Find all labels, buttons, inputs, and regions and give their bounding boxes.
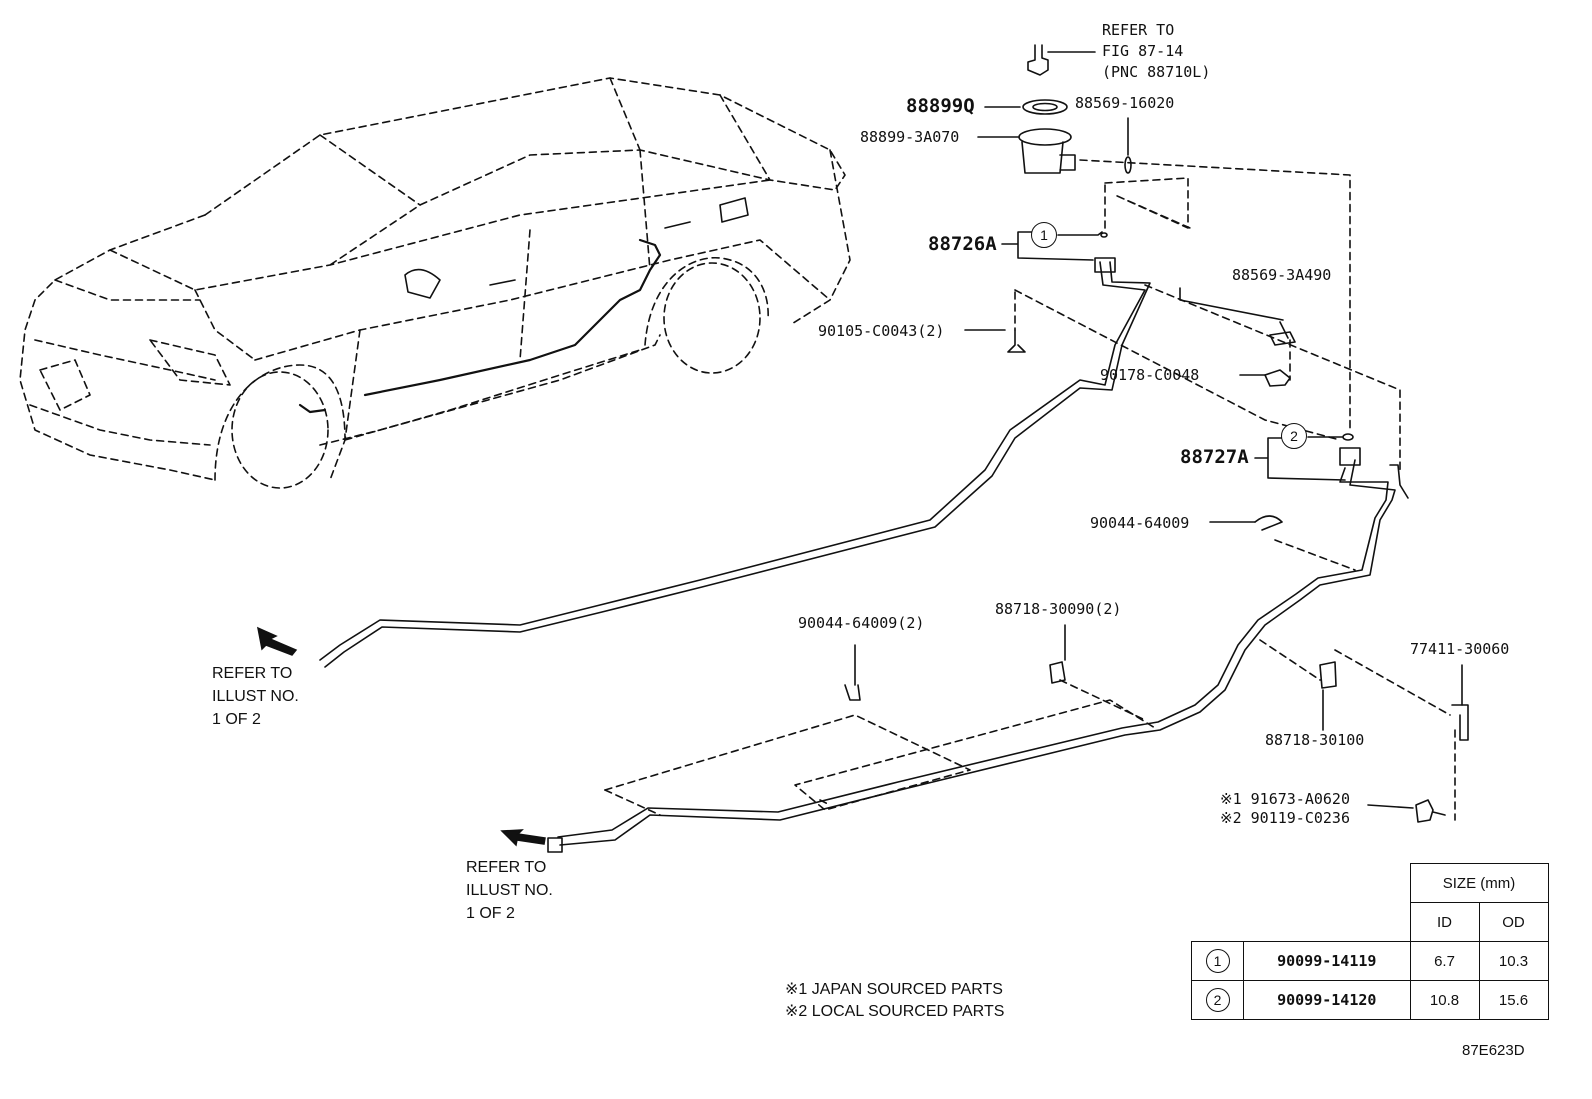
label-90044-64009-2: 90044-64009(2) [798,614,925,632]
callout-2: 2 [1281,423,1307,449]
refer-bottom-line-2: ILLUST NO. [466,882,553,899]
col-od: OD [1478,902,1549,942]
callout-1: 1 [1031,222,1057,248]
row-id: 10.8 [1409,980,1480,1020]
refer-line-1: REFER TO [1102,21,1175,39]
label-90105-C0043: 90105-C0043(2) [818,322,945,340]
refer-line-3: (PNC 88710L) [1102,63,1211,81]
row-od: 10.3 [1478,941,1549,981]
label-88569-16020: 88569-16020 [1075,94,1175,112]
refer-arrows [256,626,546,847]
label-88726A: 88726A [928,233,997,255]
label-88718-30090: 88718-30090(2) [995,600,1122,618]
refer-illust-bottom: REFER TO ILLUST NO. 1 OF 2 [466,856,553,925]
row-mark: 1 [1205,949,1230,973]
row-od: 15.6 [1478,980,1549,1020]
assembly-leaders-top [1014,159,1456,821]
table-row: 2 90099-14120 10.8 15.6 [1191,980,1549,1020]
clamps-and-brackets [844,321,1469,823]
floor-reference-lines [604,679,1156,816]
sourcing-notes: ※1 JAPAN SOURCED PARTS ※2 LOCAL SOURCED … [785,979,1004,1023]
label-leaders [1179,287,1284,321]
note-local: ※2 LOCAL SOURCED PARTS [785,1003,1005,1020]
refer-fig-note: REFER TO FIG 87-14 (PNC 88710L) [1102,20,1210,83]
label-90119-C0236: ※2 90119-C0236 [1220,809,1350,827]
vehicle-illustration [19,77,851,489]
label-88899-3A070: 88899-3A070 [860,128,960,146]
table-row: 1 90099-14119 6.7 10.3 [1191,941,1549,981]
refer-bottom-line-1: REFER TO [466,859,547,876]
label-90178-C0048: 90178-C0048 [1100,366,1200,384]
hose-size-table: SIZE (mm) ID OD 1 90099-14119 6.7 10.3 2… [1191,863,1549,1020]
fuel-hoses [319,257,1409,853]
size-header: SIZE (mm) [1409,863,1549,903]
label-91673-A0620: ※1 91673-A0620 [1220,790,1350,808]
col-id: ID [1409,902,1480,942]
filler-parts [977,44,1132,174]
refer-left-line-2: ILLUST NO. [212,688,299,705]
refer-left-line-1: REFER TO [212,665,293,682]
label-88727A: 88727A [1180,446,1249,468]
row-id: 6.7 [1409,941,1480,981]
row-mark: 2 [1205,988,1230,1012]
row-part: 90099-14119 [1243,941,1411,981]
refer-line-2: FIG 87-14 [1102,42,1184,60]
label-88718-30100: 88718-30100 [1265,731,1365,749]
refer-bottom-line-3: 1 OF 2 [466,905,515,922]
label-77411-30060: 77411-30060 [1410,640,1510,658]
callout-brackets [1001,231,1354,481]
label-88569-3A490: 88569-3A490 [1232,266,1332,284]
label-88899Q: 88899Q [906,95,975,117]
refer-illust-left: REFER TO ILLUST NO. 1 OF 2 [212,662,299,731]
label-90044-64009: 90044-64009 [1090,514,1190,532]
refer-left-line-3: 1 OF 2 [212,711,261,728]
figure-id: 87E623D [1462,1042,1525,1059]
note-japan: ※1 JAPAN SOURCED PARTS [785,981,1003,998]
row-part: 90099-14120 [1243,980,1411,1020]
